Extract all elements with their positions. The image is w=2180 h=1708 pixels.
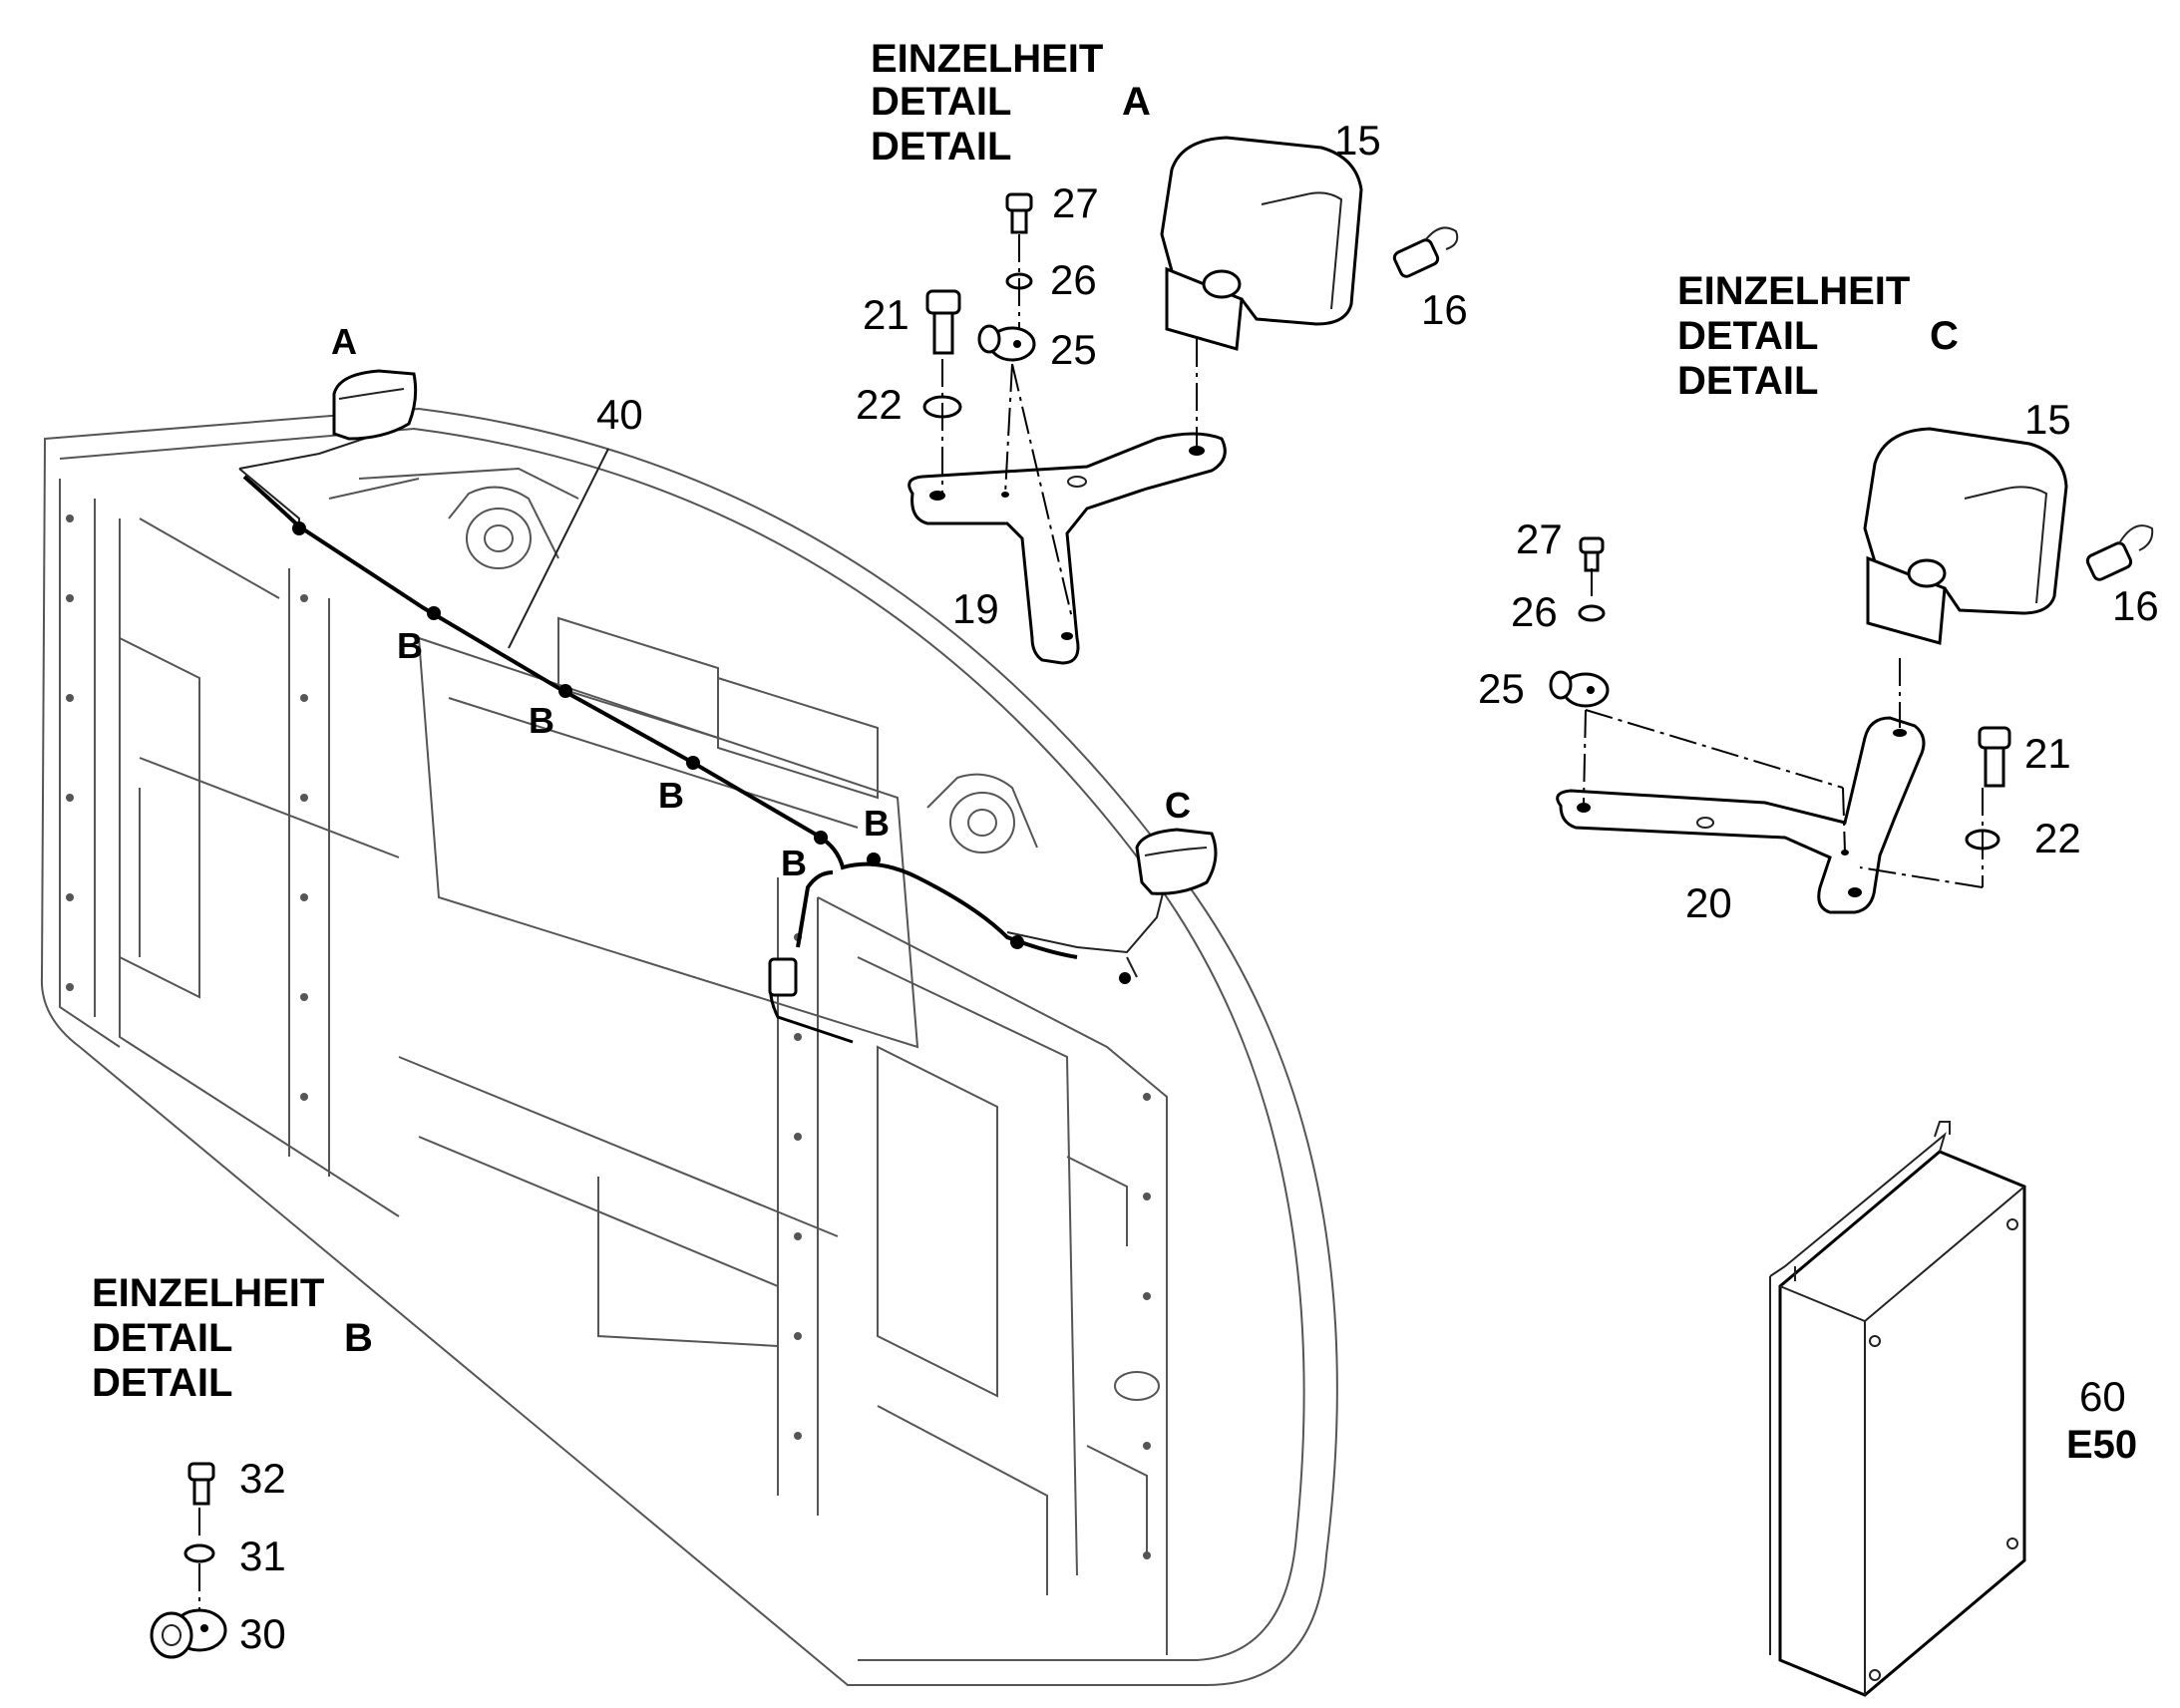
main-letter-b-4: B xyxy=(864,803,890,844)
main-letter-b-2: B xyxy=(529,700,554,741)
detail-c-header-line3: DETAIL xyxy=(1677,359,1818,403)
detail-a-callout-15: 15 xyxy=(1334,117,1381,164)
electrical-box-60 xyxy=(1769,1121,2026,1697)
cable-clips xyxy=(292,521,1024,949)
clamp-30 xyxy=(150,1608,227,1659)
detail-b-header-line3: DETAIL xyxy=(92,1361,232,1405)
main-letter-b-5: B xyxy=(781,843,807,883)
detail-c-callout-20: 20 xyxy=(1685,879,1732,926)
detail-c-callout-26: 26 xyxy=(1511,588,1558,635)
bolt-27 xyxy=(1005,192,1033,234)
detail-b-header-line1: EINZELHEIT xyxy=(92,1271,324,1315)
detail-c-callout-16: 16 xyxy=(2112,582,2159,629)
bulb-16-c xyxy=(2085,524,2154,581)
detail-a-callout-26: 26 xyxy=(1050,256,1097,303)
detail-b-header-line2: DETAIL xyxy=(92,1316,232,1360)
bolt-21 xyxy=(925,289,961,355)
detail-b-group: EINZELHEIT DETAIL DETAIL B 32 31 30 xyxy=(92,1271,373,1659)
detail-c-callout-15: 15 xyxy=(2024,396,2071,443)
bolt-32 xyxy=(187,1462,215,1506)
clamp-25 xyxy=(977,324,1036,362)
frame-rivets xyxy=(66,514,1151,1559)
washer-26-c xyxy=(1578,604,1606,622)
detail-a-callout-21: 21 xyxy=(863,291,909,338)
detail-c-callout-27: 27 xyxy=(1516,515,1563,562)
detail-c-group: EINZELHEIT DETAIL DETAIL C 15 16 27 26 xyxy=(1478,269,2159,926)
main-letter-b-1: B xyxy=(397,625,423,666)
box-callout-60: 60 xyxy=(2079,1373,2126,1420)
detail-a-callout-27: 27 xyxy=(1052,179,1099,226)
detail-c-callout-25: 25 xyxy=(1478,665,1525,712)
clamp-25-c xyxy=(1549,670,1610,708)
main-letter-a: A xyxy=(331,321,357,362)
detail-a-callout-25: 25 xyxy=(1050,326,1097,373)
bracket-19 xyxy=(908,432,1227,665)
detail-c-letter: C xyxy=(1930,314,1959,358)
detail-b-callout-32: 32 xyxy=(239,1455,286,1502)
work-lamp-15 xyxy=(1160,136,1363,351)
detail-b-callout-30: 30 xyxy=(239,1610,286,1657)
detail-a-callout-22: 22 xyxy=(856,381,903,428)
work-lamp-15-c xyxy=(1863,427,2068,645)
box-code-e50: E50 xyxy=(2066,1423,2137,1467)
main-letter-c: C xyxy=(1165,785,1191,826)
detail-a-callout-19: 19 xyxy=(952,585,999,632)
detail-a-header-line2: DETAIL xyxy=(871,80,1011,124)
bolt-27-c xyxy=(1579,536,1605,572)
detail-a-header-line1: EINZELHEIT xyxy=(871,37,1103,81)
bolt-21-c xyxy=(1978,726,2011,788)
counterweight-assembly xyxy=(40,369,1338,1686)
detail-c-callout-21: 21 xyxy=(2024,730,2071,777)
cable-harness xyxy=(242,475,1078,959)
detail-a-callout-16: 16 xyxy=(1421,286,1468,333)
detail-c-callout-22: 22 xyxy=(2034,815,2081,861)
bracket-20 xyxy=(1556,716,1926,914)
washer-31 xyxy=(183,1543,215,1563)
main-letter-b-3: B xyxy=(658,775,684,816)
detail-a-group: EINZELHEIT DETAIL DETAIL A 15 16 27 26 xyxy=(856,37,1468,665)
detail-c-header-line2: DETAIL xyxy=(1677,314,1818,358)
detail-c-header-line1: EINZELHEIT xyxy=(1677,269,1910,313)
detail-a-letter: A xyxy=(1122,80,1151,124)
callout-40: 40 xyxy=(596,391,643,438)
detail-b-letter: B xyxy=(344,1316,373,1360)
bulb-16 xyxy=(1392,226,1459,278)
detail-b-callout-31: 31 xyxy=(239,1533,286,1579)
detail-a-header-line3: DETAIL xyxy=(871,125,1011,169)
